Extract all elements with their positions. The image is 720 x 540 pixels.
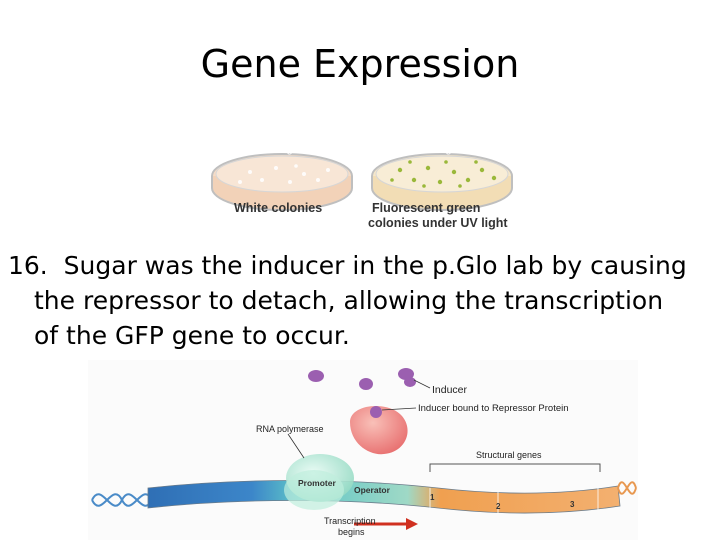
body-line-1-text: Sugar was the inducer in the p.Glo lab b… <box>63 251 687 280</box>
transcription-label-line-1: Transcription <box>324 516 376 526</box>
operon-illustration <box>88 360 638 540</box>
slide-title: Gene Expression <box>200 42 520 86</box>
right-dish-top-label: Sugar <box>432 143 462 155</box>
right-dish-caption-line-2: colonies under UV light <box>368 216 508 230</box>
operator-label: Operator <box>354 485 390 495</box>
gene-2-label: 2 <box>496 502 501 511</box>
rna-polymerase-shape <box>284 454 354 510</box>
promoter-label: Promoter <box>298 478 336 488</box>
transcription-arrow <box>354 518 418 530</box>
left-dish-top-label: No Sugar <box>256 143 303 155</box>
left-dna-helix <box>91 493 153 507</box>
transcription-label-line-2: begins <box>338 527 365 537</box>
repressor-protein-shape <box>350 405 408 455</box>
item-number: 16. <box>8 251 48 280</box>
rna-polymerase-label: RNA polymerase <box>256 424 324 434</box>
structural-genes-label: Structural genes <box>476 450 542 460</box>
structural-genes-bracket <box>429 463 601 472</box>
inducer-molecules <box>308 368 416 390</box>
left-petri-dish <box>211 153 353 211</box>
right-dish-caption-line-1: Fluorescent green <box>372 201 481 215</box>
inducer-label: Inducer <box>432 384 468 396</box>
right-dna-helix <box>617 481 637 495</box>
operon-diagram: Inducer Inducer bound to Repressor Prote… <box>88 360 638 540</box>
body-line-3: of the GFP gene to occur. <box>34 321 350 350</box>
body-text: 16. Sugar was the inducer in the p.Glo l… <box>8 248 708 353</box>
petri-dishes-illustration <box>211 153 513 211</box>
inducer-bound-label: Inducer bound to Repressor Protein <box>418 403 569 414</box>
right-petri-dish <box>371 153 513 211</box>
body-line-2: the repressor to detach, allowing the tr… <box>34 286 664 315</box>
gene-3-label: 3 <box>570 500 575 509</box>
left-dish-caption: White colonies <box>234 201 323 215</box>
petri-dish-figure: No Sugar Sugar White colonies Fluorescen… <box>0 128 720 238</box>
gene-1-label: 1 <box>430 493 435 502</box>
body-line-1: 16. Sugar was the inducer in the p.Glo l… <box>8 248 708 283</box>
